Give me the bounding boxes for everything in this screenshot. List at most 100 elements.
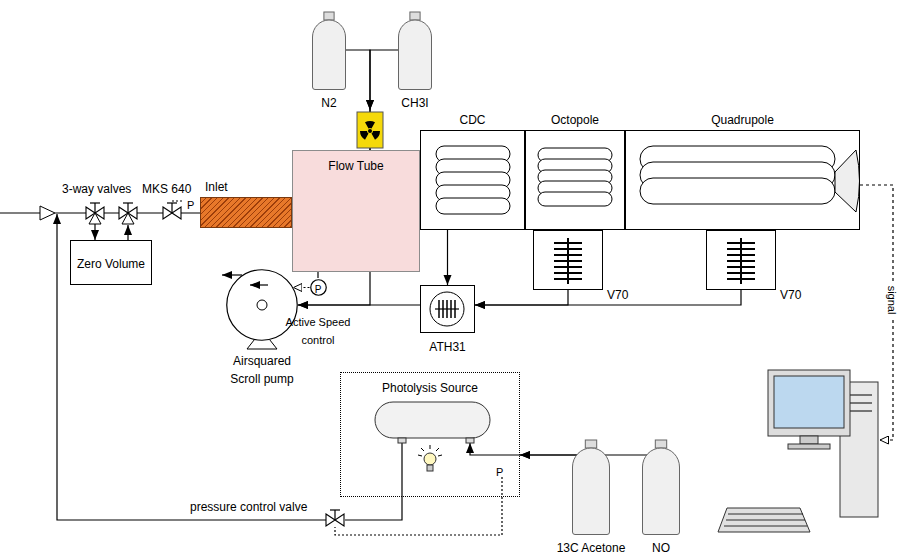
monitor-screen	[774, 376, 844, 428]
turbo-blade	[727, 260, 755, 262]
turbo-blade	[554, 242, 582, 244]
turbo-blade	[727, 242, 755, 244]
node-label: Quadrupole	[711, 113, 774, 127]
node-label: 13C Acetone	[557, 541, 626, 555]
turbo-blade	[554, 278, 582, 280]
text-holder: N2	[321, 93, 336, 111]
turbo-blade	[727, 266, 755, 268]
monitor-base	[788, 444, 830, 449]
cylinder-valve	[324, 12, 334, 20]
node-label: Airsquared Scroll pump	[230, 354, 293, 386]
text-holder: Zero Volume	[71, 254, 151, 272]
cylinder-outline	[312, 12, 346, 90]
check-valve	[40, 206, 55, 220]
flow-arrow	[447, 230, 448, 285]
radiation-symbol	[360, 131, 369, 140]
cylinder-valve	[655, 440, 666, 448]
lamp-ray	[430, 445, 431, 449]
monitor-stand	[800, 436, 818, 444]
gas-line	[345, 443, 402, 520]
node-label: P	[315, 284, 322, 295]
cylinder-outline	[398, 12, 432, 90]
valve-label: pressure control valve	[190, 500, 307, 514]
flow-arrow	[370, 50, 398, 150]
pump-hub	[257, 300, 267, 310]
text-holder: ATH31	[429, 337, 465, 355]
node-label: NO	[652, 541, 670, 555]
circle-body	[227, 270, 298, 341]
ion-guide-chamber: CDC	[420, 130, 525, 230]
valve-stem	[334, 510, 335, 520]
radiation-symbol	[372, 131, 381, 140]
text-holder: MKS 640	[142, 179, 191, 197]
turbo-blade	[554, 254, 582, 256]
zero-volume-box: Zero Volume	[70, 240, 152, 285]
monitor	[768, 370, 850, 436]
flow-arrow	[293, 287, 309, 288]
node-label: CDC	[460, 113, 486, 127]
pressure-sensor: P	[310, 278, 327, 297]
cylinder-outline	[572, 440, 610, 535]
cell-port	[398, 438, 406, 443]
cylinder-body	[573, 448, 610, 535]
scroll-pump: Airsquared Scroll pump	[226, 269, 298, 341]
text-holder: NO	[652, 538, 670, 556]
text-holder: Inlet	[205, 177, 228, 195]
gas-cylinder: 13C Acetone	[572, 440, 610, 535]
sense-line	[172, 200, 184, 201]
signal-label: signal	[886, 286, 898, 315]
flow-arrow	[298, 304, 420, 305]
pump-exhaust	[222, 274, 242, 275]
lamp-ray	[418, 455, 422, 456]
text-holder: pressure control valve	[190, 497, 307, 515]
sensor-label: P	[496, 466, 503, 478]
turbo-blade	[554, 272, 582, 274]
pump-face	[226, 269, 298, 341]
turbo-shaft	[435, 308, 459, 309]
bypass-line	[94, 224, 95, 240]
cylinder-body	[399, 20, 432, 90]
text-holder: Photolysis Source	[341, 378, 519, 396]
valve-stem	[127, 203, 128, 213]
bypass-line	[127, 225, 128, 240]
gas-line	[57, 214, 326, 520]
node-label: Flow Tube	[328, 159, 383, 173]
valve-port	[89, 213, 101, 224]
text-holder: 3-way valves	[62, 179, 131, 197]
valve-port	[122, 213, 134, 224]
turbo-pump: ATH31	[420, 285, 475, 333]
gas-cylinder: N2	[312, 12, 346, 90]
node-label: V70	[780, 288, 801, 302]
flow-arrow	[475, 290, 568, 305]
cylinder-body	[313, 20, 346, 90]
node-label: V70	[607, 288, 628, 302]
cylinder-body	[643, 448, 680, 535]
text-holder: P	[310, 279, 327, 297]
text-holder: signal	[884, 283, 902, 318]
mass-filter-chamber: Quadrupole	[625, 130, 860, 230]
keyboard	[718, 508, 810, 532]
node-label: N2	[321, 96, 336, 110]
radioactive-source	[357, 112, 383, 148]
key-row	[728, 514, 803, 515]
gas-line	[0, 212, 40, 213]
turbo-blade	[727, 254, 755, 256]
valve-stem	[94, 203, 95, 213]
control-label: Active Speed control	[286, 316, 351, 346]
detector-cone	[835, 150, 860, 212]
lamp-ray	[421, 448, 424, 451]
text-holder: Octopole	[551, 110, 599, 128]
flow-tube: Flow Tube	[292, 150, 420, 272]
valve-handle	[167, 202, 177, 203]
node-label: CH3I	[401, 96, 428, 110]
text-holder: V70	[780, 285, 801, 303]
valve-handle	[123, 202, 133, 203]
sensor-label: P	[187, 199, 194, 211]
key-row	[724, 526, 807, 527]
turbo-blade	[727, 248, 755, 250]
cdc-rod	[436, 198, 510, 214]
ion-guide-chamber: Octopole	[525, 130, 625, 230]
